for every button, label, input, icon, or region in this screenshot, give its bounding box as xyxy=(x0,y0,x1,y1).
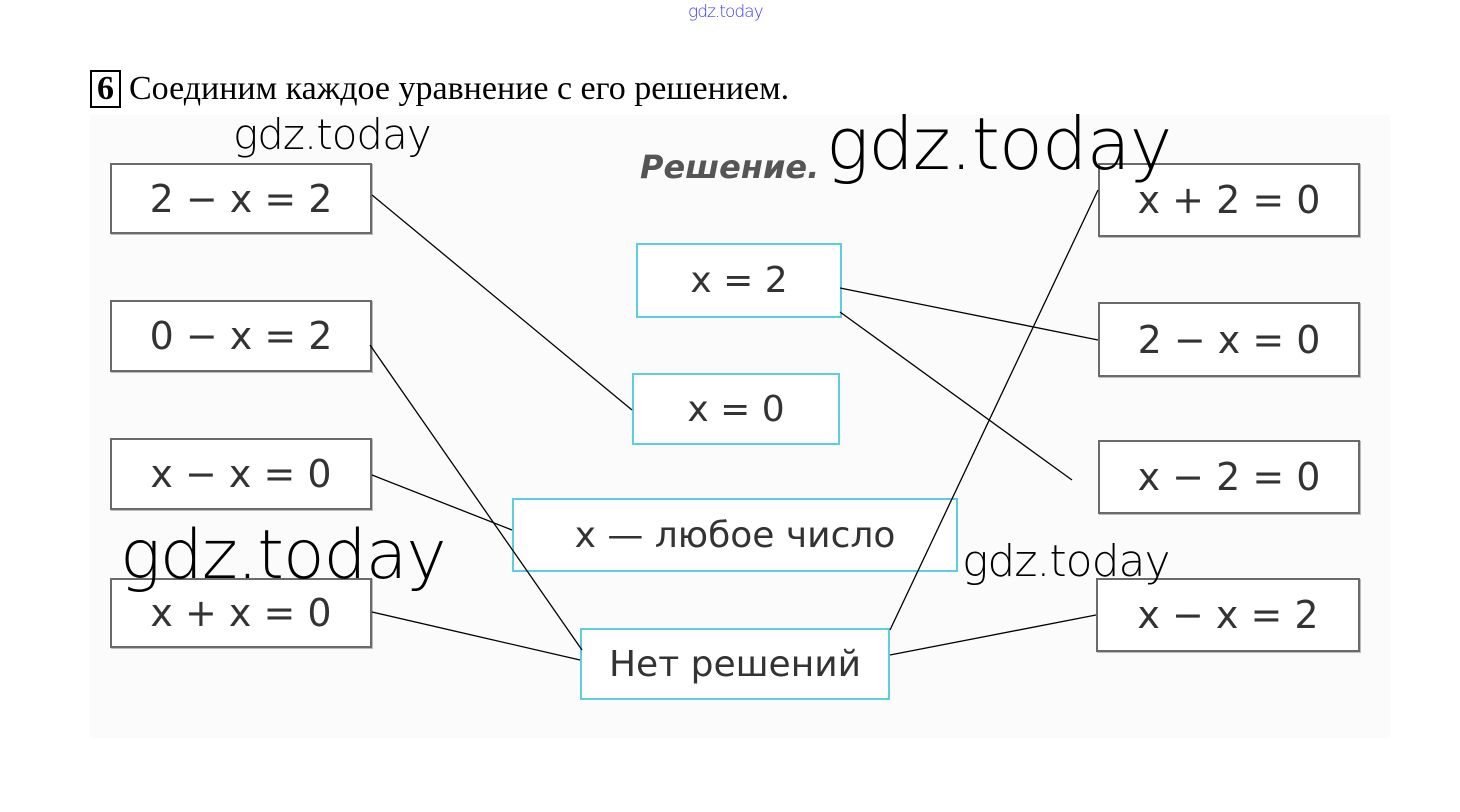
watermark: gdz.today xyxy=(826,102,1172,186)
right-equation-4: x − x = 2 xyxy=(1096,578,1360,652)
watermark: gdz.today xyxy=(962,536,1171,587)
watermark: gdz.today xyxy=(120,516,447,595)
connector-line xyxy=(371,194,633,411)
right-equation-2: 2 − x = 0 xyxy=(1098,302,1360,377)
exercise-title: 6 Соединим каждое уравнение с его решени… xyxy=(90,70,789,108)
solution-x-equals-0: x = 0 xyxy=(632,373,840,445)
left-equation-4: x + x = 0 xyxy=(110,578,372,648)
right-equation-3: x − 2 = 0 xyxy=(1098,440,1360,514)
solution-heading: Решение. xyxy=(640,148,820,186)
connector-line xyxy=(889,189,1099,631)
connector-line xyxy=(839,287,1099,341)
exercise-instruction: Соединим каждое уравнение с его решением… xyxy=(129,70,790,107)
solution-any-number: x — любое число xyxy=(512,498,958,572)
watermark: gdz.today xyxy=(233,110,432,159)
left-equation-3: x − x = 0 xyxy=(110,438,372,510)
connector-line xyxy=(371,611,581,661)
right-equation-1: x + 2 = 0 xyxy=(1098,163,1360,237)
solution-no-solutions: Нет решений xyxy=(580,628,890,700)
watermark-top: gdz.today xyxy=(688,2,764,22)
connector-line xyxy=(371,474,513,531)
left-equation-2: 0 − x = 2 xyxy=(110,300,372,372)
connector-line xyxy=(839,311,1073,481)
connector-line xyxy=(889,614,1097,656)
solution-x-equals-2: x = 2 xyxy=(636,243,842,318)
left-equation-1: 2 − x = 2 xyxy=(110,163,372,234)
exercise-number: 6 xyxy=(90,70,121,108)
connector-line xyxy=(369,344,583,651)
